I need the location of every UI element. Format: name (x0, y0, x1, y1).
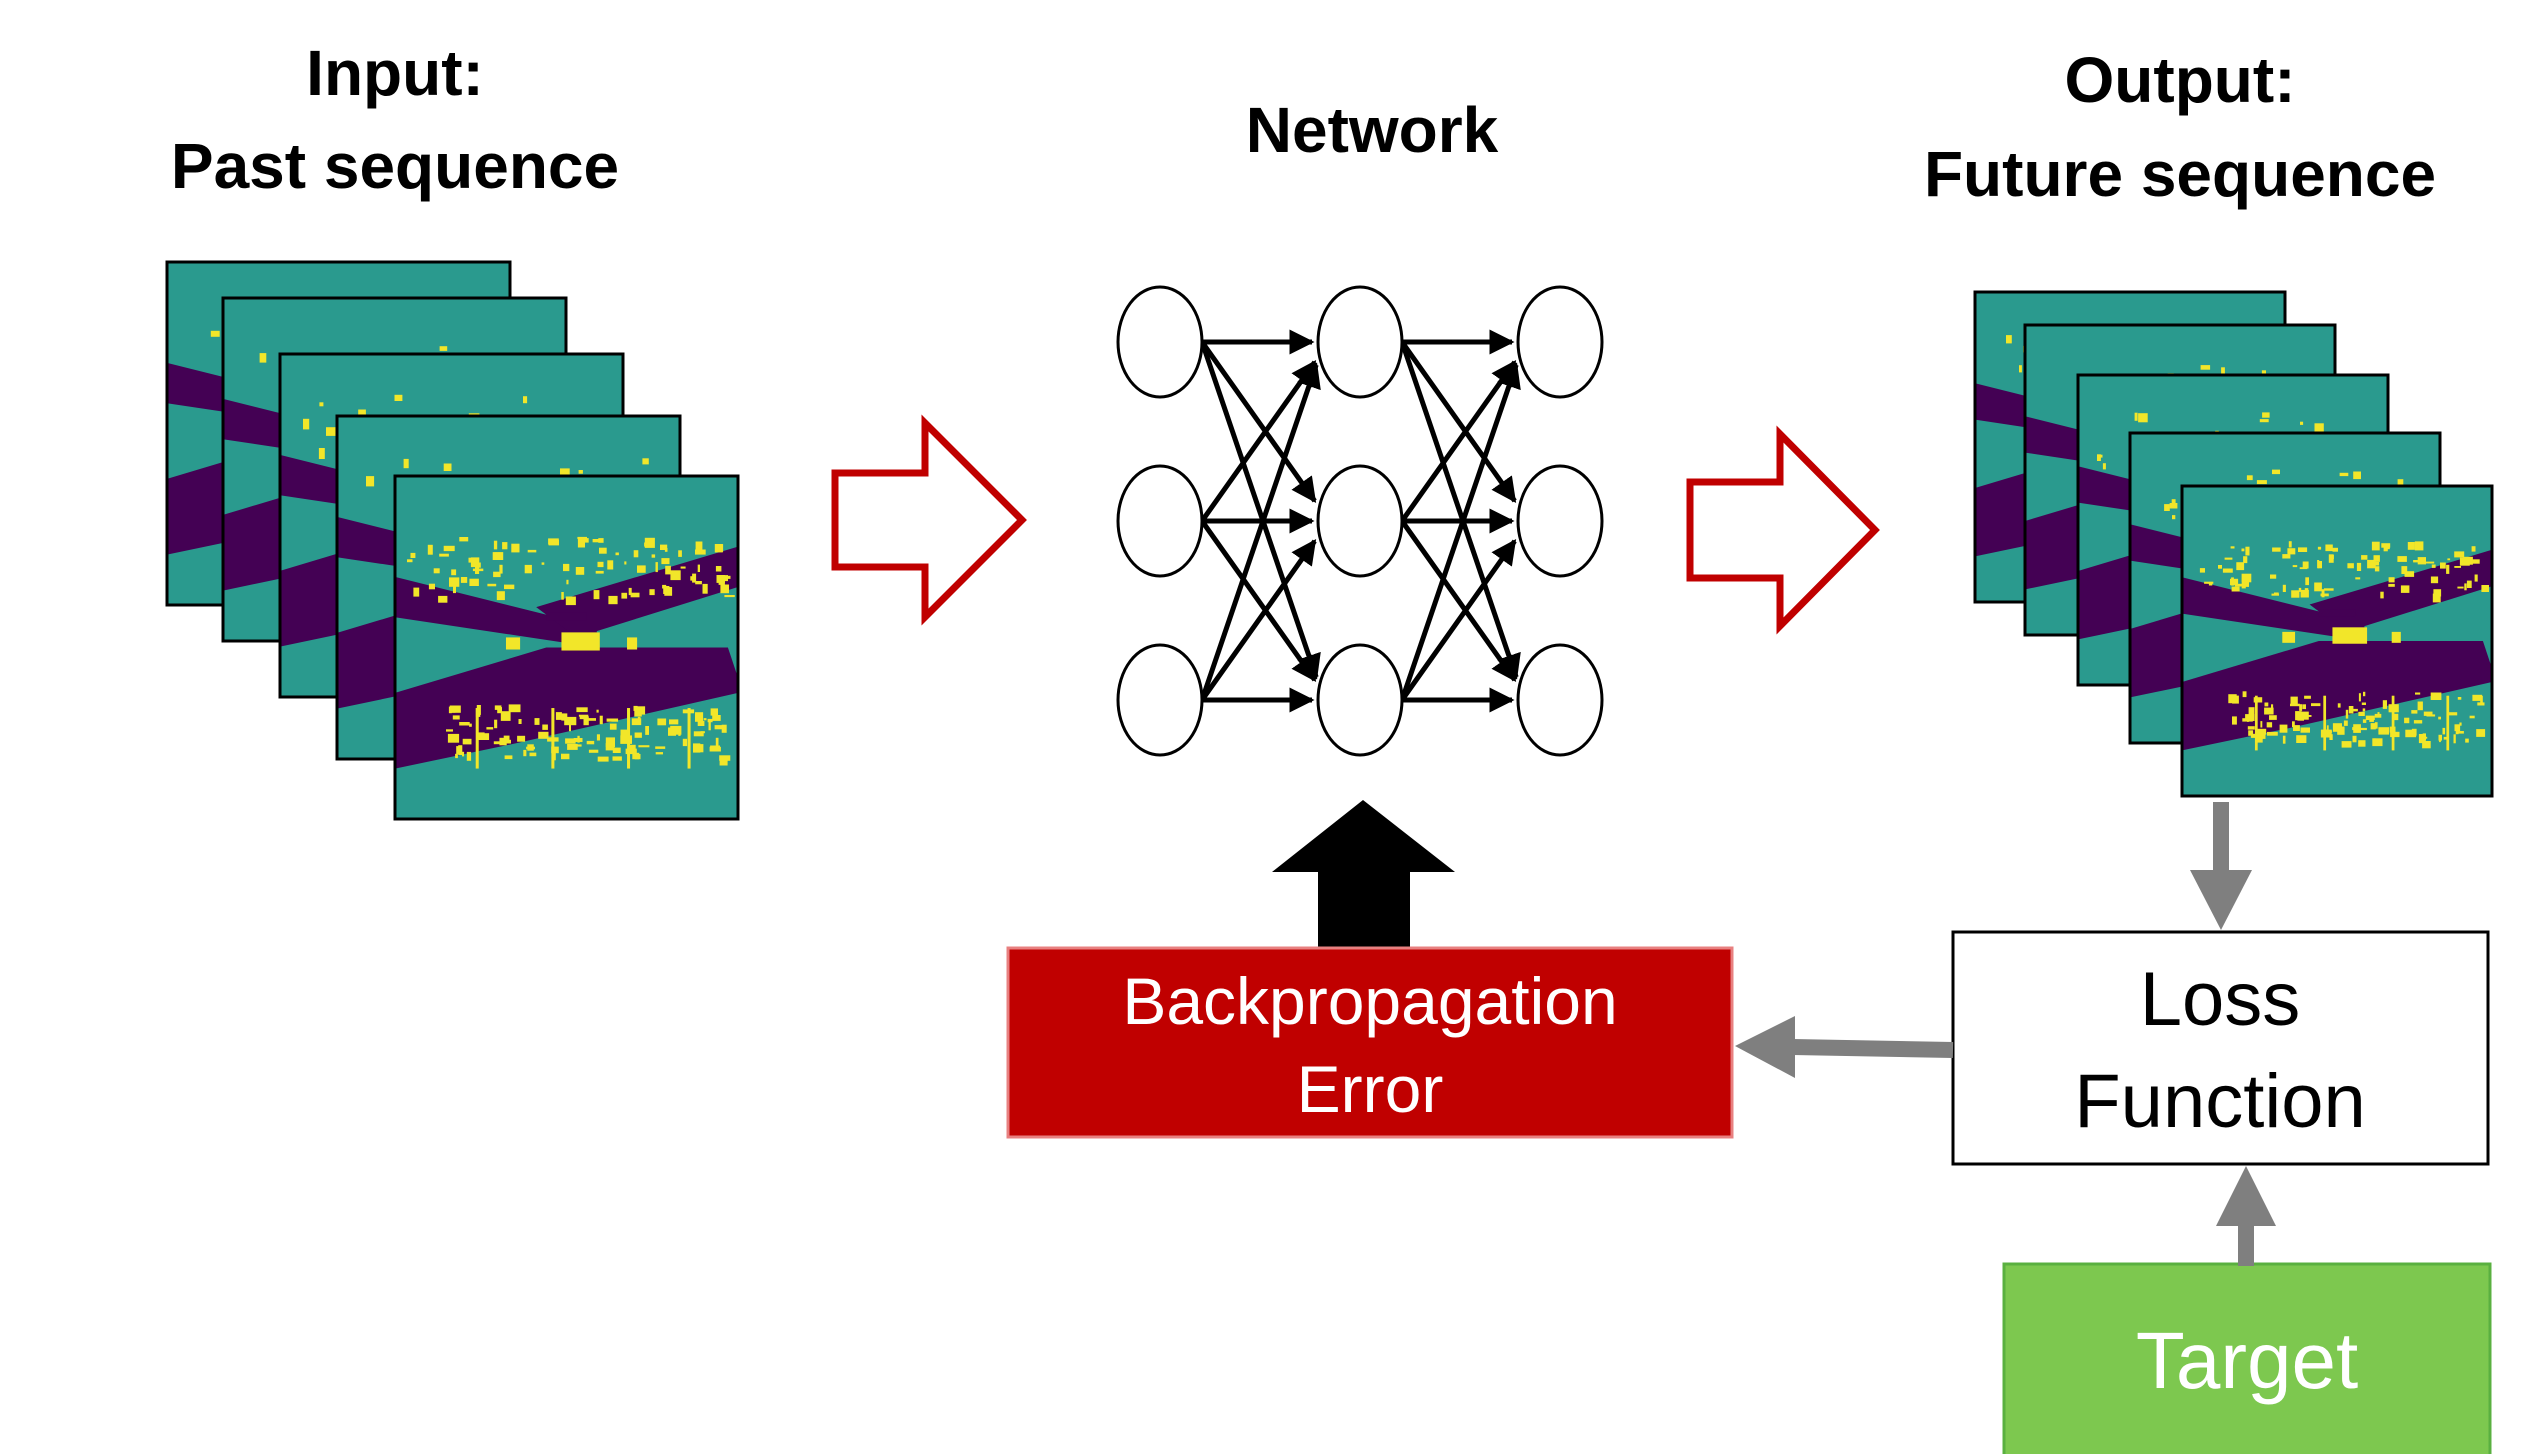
loss-function-label-line2: Function (2074, 1059, 2366, 1144)
output-frame-stack (1973, 290, 2494, 798)
network-node (1316, 464, 1404, 578)
backprop-up-arrow (1272, 800, 1455, 948)
input-heading-line2: Past sequence (171, 130, 619, 202)
loss-to-backprop-arrow (1735, 1016, 1954, 1078)
network-node (1516, 464, 1604, 578)
network-edge (1399, 519, 1517, 682)
network-edge (1199, 340, 1317, 503)
input-to-network-arrow (831, 414, 1027, 626)
network-node (1116, 643, 1204, 757)
neural-network (1116, 285, 1604, 757)
network-node (1516, 285, 1604, 399)
loss-function-label-line1: Loss (2140, 957, 2301, 1042)
target-box (2002, 1262, 2492, 1454)
backprop-error-label-line1: Backpropagation (1122, 964, 1617, 1038)
network-edge (1399, 362, 1521, 701)
network-node (1316, 285, 1404, 399)
input-heading-line1: Input: (306, 37, 484, 109)
network-edge (1199, 362, 1321, 701)
network-edge (1199, 519, 1317, 682)
output-to-loss-arrow (2190, 802, 2252, 930)
network-node (1516, 643, 1604, 757)
network-edge (1399, 360, 1517, 523)
loss-function-box (1951, 930, 2490, 1166)
network-heading: Network (1246, 94, 1499, 166)
network-edge (1199, 539, 1317, 702)
network-edge (1199, 341, 1321, 680)
network-edge (1399, 341, 1521, 680)
output-frame (2180, 484, 2494, 798)
network-edge (1399, 539, 1517, 702)
network-node (1116, 285, 1204, 399)
output-heading-line2: Future sequence (1924, 138, 2436, 210)
input-frame-stack (165, 260, 740, 821)
network-connections (1199, 329, 1521, 713)
input-frame (393, 474, 740, 821)
network-edge (1399, 340, 1517, 503)
network-node (1116, 464, 1204, 578)
output-heading-line1: Output: (2065, 44, 2296, 116)
backprop-error-label-line2: Error (1297, 1052, 1444, 1126)
network-edge (1199, 360, 1317, 523)
network-node (1316, 643, 1404, 757)
backprop-error-box (1006, 946, 1734, 1139)
network-to-output-arrow (1686, 425, 1880, 635)
target-to-loss-arrow (2216, 1166, 2276, 1266)
target-label: Target (2136, 1316, 2358, 1405)
